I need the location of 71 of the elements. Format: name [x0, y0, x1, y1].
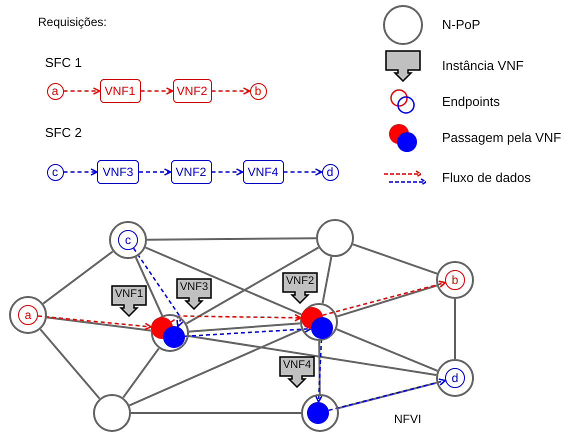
network-node-circle	[151, 314, 189, 352]
legend-label: Passagem pela VNF	[442, 130, 562, 146]
endpoint-circle: b	[250, 82, 266, 100]
link-line	[352, 243, 438, 275]
dashed-arrow	[64, 168, 98, 176]
dashed-arrow	[184, 325, 312, 338]
legend-label: Fluxo de dados	[442, 170, 531, 186]
link-line	[188, 335, 436, 376]
vnf-box: VNF4	[242, 160, 284, 184]
link-line	[318, 340, 321, 394]
legend-label: Instância VNF	[442, 58, 524, 74]
endpoint-circle: d	[322, 164, 338, 180]
vnf-passage-dot	[163, 326, 185, 348]
chain-title: SFC 2	[45, 125, 82, 141]
endpoint-circle: d	[445, 368, 465, 388]
dashed-arrow	[132, 248, 184, 328]
link-line	[186, 246, 319, 324]
section-heading: Requisições:	[38, 15, 107, 30]
link-line	[42, 250, 114, 304]
network-node-circle	[300, 303, 338, 341]
vnf-box: VNF2	[172, 79, 212, 103]
endpoint-circle: c	[118, 230, 138, 250]
link-line	[40, 328, 100, 400]
network-node-circle	[436, 359, 474, 397]
vnf-instance-callout: VNF3	[176, 278, 212, 310]
link-line	[131, 412, 301, 414]
dashed-arrow	[284, 168, 322, 176]
endpoint-circle: a	[46, 82, 64, 100]
endpoint-circle: a	[18, 305, 38, 325]
network-node-circle	[9, 296, 47, 334]
dashed-arrow	[212, 87, 250, 95]
dashed-arrow	[139, 168, 172, 176]
vnf-box: VNF3	[97, 160, 139, 184]
link-line	[336, 284, 438, 318]
link-line	[338, 382, 437, 410]
dashed-arrow	[328, 378, 446, 412]
network-node-circle	[316, 219, 354, 257]
link-line	[46, 316, 152, 332]
link-line	[129, 328, 302, 406]
area-label: NFVI	[394, 412, 422, 426]
vnf-instance-callout: VNF4	[279, 356, 315, 388]
endpoint-circle: c	[46, 164, 64, 180]
link-line	[454, 299, 456, 359]
dashed-arrow	[322, 280, 446, 316]
dashed-arrow	[64, 87, 100, 95]
dashed-arrow	[38, 315, 152, 330]
vnf-passage-dot	[311, 317, 333, 339]
link-line	[336, 328, 438, 372]
network-node-circle	[93, 394, 131, 432]
link-line	[322, 256, 332, 304]
dashed-arrow	[170, 314, 302, 323]
vnf-instance-callout: VNF2	[282, 272, 318, 304]
link-line	[134, 256, 164, 316]
network-node-circle	[109, 221, 147, 259]
link-line	[188, 322, 300, 333]
link-line	[145, 246, 302, 316]
vnf-box: VNF2	[170, 160, 212, 184]
chain-title: SFC 1	[45, 55, 82, 71]
legend-label: Endpoints	[442, 94, 500, 110]
dashed-arrow	[212, 168, 244, 176]
link-line	[122, 348, 160, 398]
link-line	[147, 237, 316, 241]
network-node-circle	[436, 261, 474, 299]
legend-label: N-PoP	[442, 17, 480, 33]
network-node-circle	[301, 394, 339, 432]
vnf-box: VNF1	[100, 79, 140, 103]
vnf-passage-dot	[307, 402, 329, 424]
dashed-arrow	[315, 338, 323, 403]
dashed-arrow	[140, 87, 174, 95]
vnf-instance-callout: VNF1	[111, 285, 147, 317]
endpoint-circle: b	[445, 270, 465, 290]
